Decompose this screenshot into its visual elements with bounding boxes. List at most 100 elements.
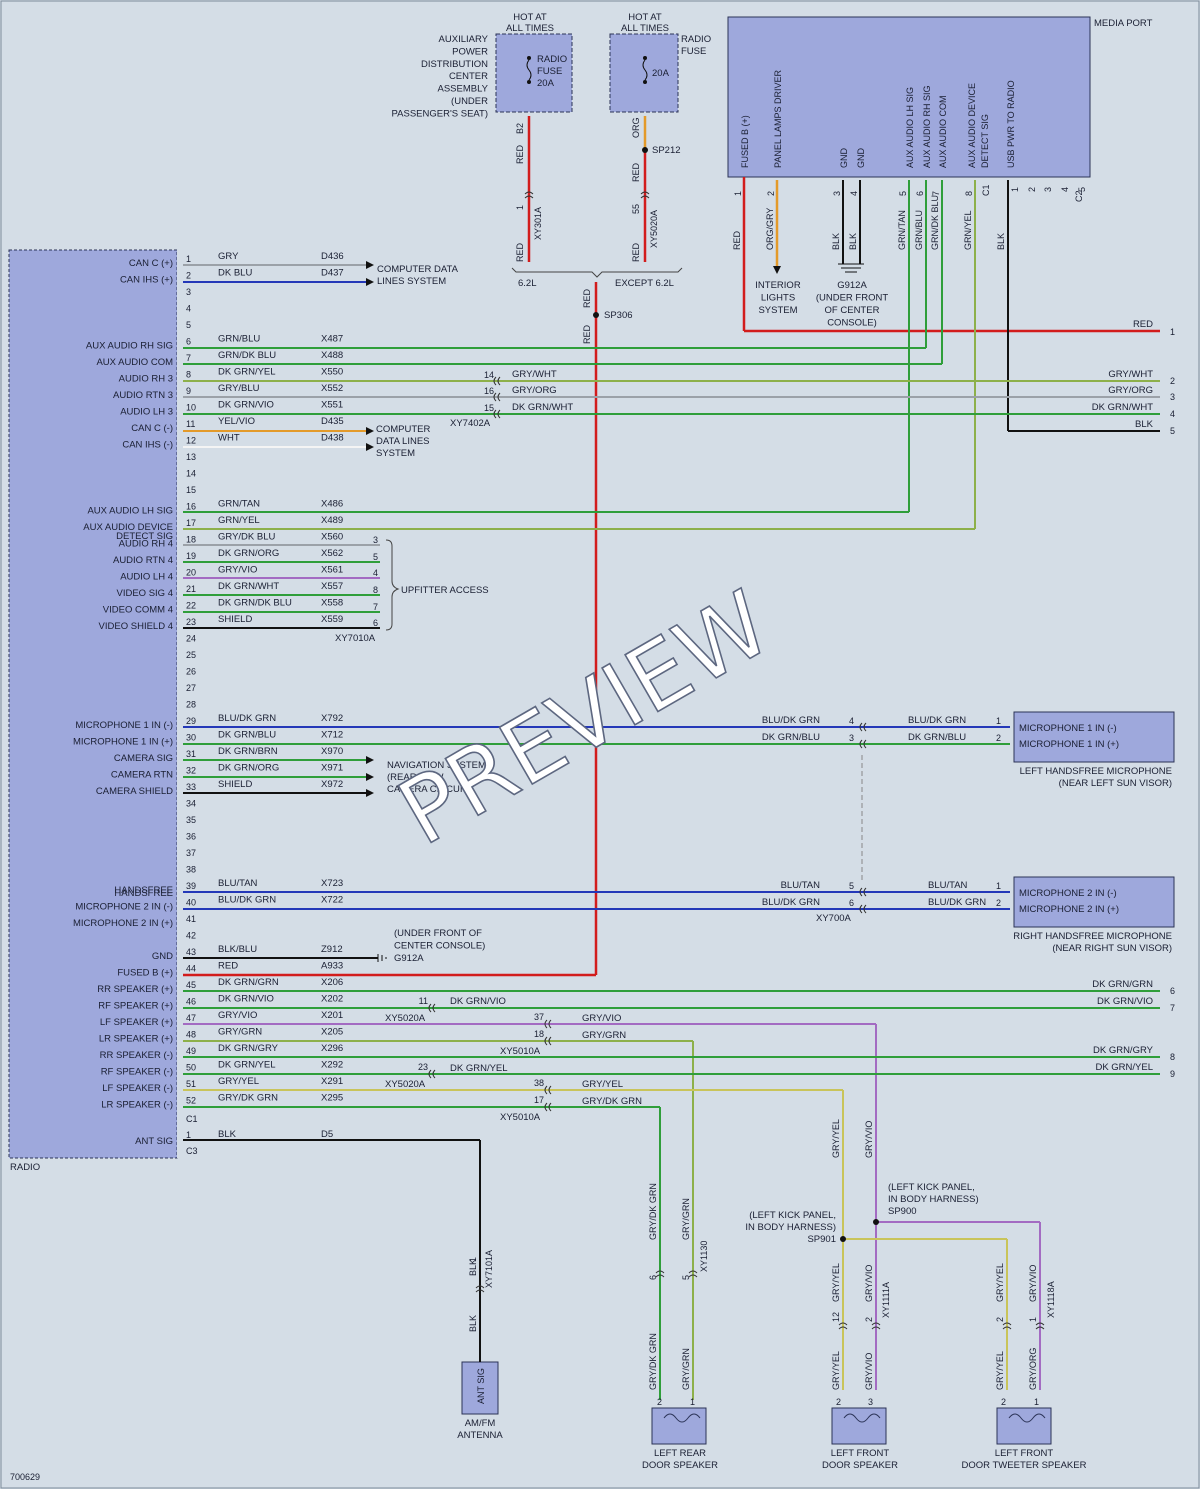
mic2-module	[1013, 876, 1175, 928]
right-edge-pin: 5	[1170, 426, 1175, 436]
sp901-label: SP901	[807, 1234, 836, 1245]
radio-circuit-id: D437	[321, 268, 344, 279]
pin-label: 7	[373, 602, 378, 612]
radio-pin-number: 28	[186, 700, 196, 710]
radio-circuit-id: X562	[321, 548, 343, 559]
radio-circuit-id: X559	[321, 614, 343, 625]
media-port-pin-name: GND	[856, 148, 866, 169]
wire-label: GRY/YEL	[831, 1119, 841, 1158]
lf-door-caption: LEFT FRONT	[831, 1448, 890, 1459]
radio-pin-name: LR SPEAKER (+)	[99, 1034, 173, 1045]
right-edge-wire: BLK	[1135, 419, 1154, 430]
media-port-wire: BLK	[831, 233, 841, 250]
pin-label: 4	[849, 716, 854, 726]
pin-label: 2	[996, 733, 1001, 743]
radio-pin-number: 45	[186, 980, 196, 990]
radio-circuit-id: D438	[321, 433, 344, 444]
ground-label: G912A	[837, 280, 867, 291]
radio-pin-name: HANDSFREE	[114, 885, 173, 896]
radio-wire-color: BLU/TAN	[218, 878, 258, 889]
connector-label: XY5010A	[500, 1046, 541, 1057]
media-port-pin-name: AUX AUDIO DEVICE	[967, 83, 977, 168]
radio-circuit-id: X557	[321, 581, 343, 592]
radio-pin-name: FUSED B (+)	[117, 968, 173, 979]
speaker-pin: 3	[868, 1397, 873, 1407]
radio-pin-number: 43	[186, 947, 196, 957]
fuse-icon	[526, 59, 532, 81]
radio-wire-color: DK GRN/VIO	[218, 400, 274, 411]
radio-circuit-id: A933	[321, 961, 343, 972]
media-port-pin-name: PANEL LAMPS DRIVER	[773, 69, 783, 168]
fuse-terminal	[527, 56, 531, 60]
radio-pin-number: 25	[186, 650, 196, 660]
splice-sp901	[840, 1236, 846, 1242]
radio-wire-color: GRN/YEL	[218, 515, 260, 526]
media-port-pin: 1	[733, 191, 743, 196]
radio-wire-color: YEL/VIO	[218, 416, 255, 427]
antenna-module	[461, 1361, 499, 1415]
media-port-wire: RED	[732, 230, 742, 250]
speaker-pin: 2	[1001, 1397, 1006, 1407]
radio-circuit-id: X558	[321, 598, 343, 609]
right-edge-wire: GRY/WHT	[1108, 369, 1153, 380]
computer-data-lines-label: LINES SYSTEM	[377, 276, 446, 287]
pin-label: 11	[419, 996, 428, 1006]
radio-pin-number: 49	[186, 1046, 196, 1056]
radio-circuit-id: X487	[321, 334, 343, 345]
wire-label: GRY/VIO	[582, 1013, 621, 1024]
radio-pin-number: 34	[186, 799, 196, 809]
radio-pin-number: 37	[186, 848, 196, 858]
mic2-pin-name: MICROPHONE 2 IN (-)	[1019, 888, 1117, 899]
right-edge-pin: 6	[1170, 986, 1175, 996]
radio-pin-name: CAMERA SIG	[114, 753, 173, 764]
radio-wire-color: GRY/YEL	[218, 1076, 259, 1087]
media-port-pin-name: USB PWR TO RADIO	[1006, 80, 1016, 168]
media-port-module	[727, 16, 1091, 178]
pin-label: 2	[996, 898, 1001, 908]
radio-circuit-id: D436	[321, 251, 344, 262]
pin-label: 1	[515, 205, 525, 210]
radio-pin-name: MICROPHONE 1 IN (-)	[75, 720, 173, 731]
radio-wire-color: GRN/BLU	[218, 334, 260, 345]
radio-wire-color: DK GRN/ORG	[218, 763, 279, 774]
connector-label: XY5020A	[385, 1079, 426, 1090]
wire-label: BLU/DK GRN	[762, 897, 820, 908]
pin-label: 6	[849, 898, 854, 908]
radio-pin-number: 50	[186, 1063, 196, 1073]
radio-pin-number: 2	[186, 271, 191, 281]
radio-pin-number: 16	[186, 502, 196, 512]
radio-circuit-id: X488	[321, 350, 343, 361]
radio-pin-name: RR SPEAKER (+)	[97, 984, 173, 995]
radio-pin-number: 23	[186, 617, 196, 627]
pin-label: 37	[534, 1012, 544, 1022]
ground-label: CONSOLE)	[827, 318, 877, 329]
fuse-label: 20A	[537, 78, 555, 89]
media-port-pin: C2	[1074, 190, 1084, 202]
navigation-label: CAMERA CIRCUIT)	[387, 784, 471, 795]
connector-label: XY700A	[816, 913, 852, 924]
connector-label: XY7010A	[335, 633, 376, 644]
pin-label: 12	[831, 1312, 841, 1322]
apdc-label: ASSEMBLY	[437, 84, 488, 95]
media-port-pin: 5	[898, 191, 908, 196]
radio-pin-number: 26	[186, 667, 196, 677]
radio-pin-name: RF SPEAKER (-)	[101, 1067, 173, 1078]
radio-pin-number: 9	[186, 386, 191, 396]
mic1-caption: LEFT HANDSFREE MICROPHONE	[1020, 766, 1172, 777]
hot-at-label: ALL TIMES	[506, 23, 554, 34]
right-edge-pin: 7	[1170, 1003, 1175, 1013]
pin-label: 2	[995, 1317, 1005, 1322]
pin-label: 5	[849, 881, 854, 891]
wire-label: RED	[582, 324, 592, 344]
fuse-label: RADIO	[681, 34, 711, 45]
speaker-coil-icon	[663, 1413, 701, 1423]
lr-door-caption: LEFT REAR	[654, 1448, 706, 1459]
radio-pin-number: 8	[186, 370, 191, 380]
computer-data-lines-label: COMPUTER	[376, 424, 431, 435]
variant-label: EXCEPT 6.2L	[615, 278, 674, 289]
radio-pin-name: AUDIO LH 3	[120, 407, 173, 418]
pin-label: 2	[864, 1317, 874, 1322]
radio-pin-number: 11	[186, 419, 195, 429]
wire-label: GRY/YEL	[831, 1351, 841, 1390]
radio-pin-name: AUDIO RH 3	[119, 374, 173, 385]
